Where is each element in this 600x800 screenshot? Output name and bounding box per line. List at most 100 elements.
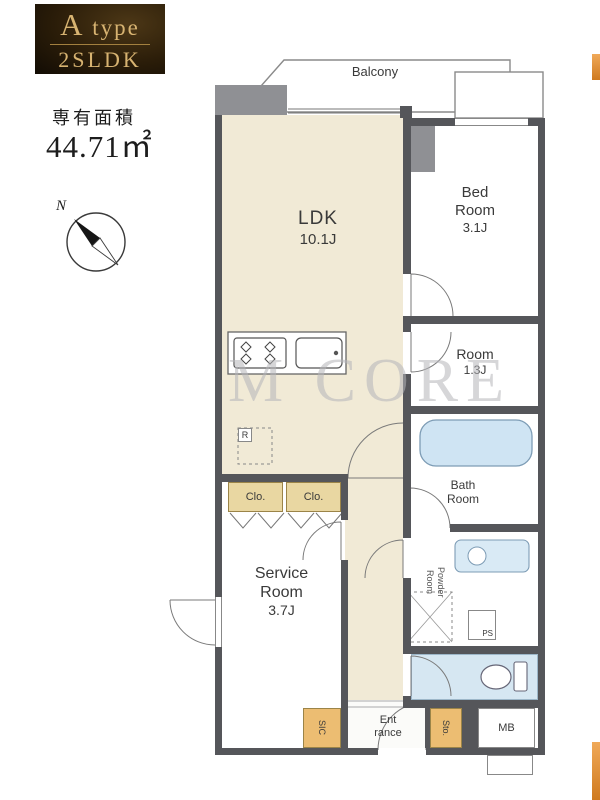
room-door-arc xyxy=(410,331,452,373)
service-window-arc xyxy=(169,599,216,646)
closet-left-label: Clo. xyxy=(245,491,266,503)
faucet-icon xyxy=(333,350,339,356)
stove-icon xyxy=(233,337,287,369)
service-name-2: Room xyxy=(260,584,303,602)
wall-bath-powder-divider xyxy=(450,524,545,532)
toilet-tank-icon xyxy=(513,661,528,692)
closet-door-icon xyxy=(315,512,343,529)
stove-burners-icon xyxy=(240,341,276,365)
room-size: 1.3J xyxy=(463,362,487,377)
entrance-floor xyxy=(348,700,425,748)
sliding-door-icon xyxy=(288,108,402,114)
sink-icon xyxy=(295,337,343,369)
fridge-space-icon xyxy=(237,427,273,465)
ldk-size: 10.1J xyxy=(299,230,337,248)
balcony-outline xyxy=(236,59,511,113)
wall-right xyxy=(538,118,545,755)
entrance-line-1: Ent xyxy=(379,714,397,726)
wall-hall-b xyxy=(341,560,348,748)
meter-box: MB xyxy=(478,708,535,748)
wall-mid-c xyxy=(403,374,411,538)
service-name-1: Service xyxy=(254,565,309,582)
balcony-side-outline xyxy=(454,71,544,119)
powder-room-label: Powder Room xyxy=(420,538,446,626)
service-door-arc xyxy=(302,521,342,561)
service-size: 3.7J xyxy=(268,602,295,619)
toilet-icon xyxy=(480,664,512,690)
compass-needle-north xyxy=(74,219,100,246)
bath-name-2: Room xyxy=(446,492,479,507)
wall-hall-a xyxy=(341,474,348,520)
compass-icon xyxy=(66,212,126,272)
vanity-icon xyxy=(454,539,530,573)
toilet-door-arc xyxy=(410,655,452,697)
badge-divider xyxy=(50,44,150,45)
bedroom-name-1: Bed xyxy=(461,184,489,201)
wall-bed-room-divider xyxy=(411,316,545,324)
vanity-bowl-icon xyxy=(467,546,487,566)
powder-line-2: Room xyxy=(425,569,436,594)
wall-bottom-strip xyxy=(403,700,545,708)
service-room-label: Service Room 3.7J xyxy=(224,564,339,619)
plan-type-label: A type xyxy=(60,7,140,42)
wall-mid-a xyxy=(403,118,411,274)
washer-cross-icon xyxy=(407,591,453,643)
service-room-window xyxy=(215,597,222,647)
fridge-label: R xyxy=(241,430,249,440)
wall-mid-d xyxy=(403,578,411,654)
small-room-floor xyxy=(411,324,538,406)
ldk-floor xyxy=(222,115,403,480)
wall-left xyxy=(215,115,222,755)
wall-entrance-storage xyxy=(425,708,430,748)
north-label: N xyxy=(56,198,67,214)
ldk-door-arc xyxy=(347,422,404,479)
wall-block-topleft xyxy=(215,85,287,115)
wall-mid-b xyxy=(403,316,411,332)
accent-strip-top xyxy=(592,54,600,80)
room-name: Room xyxy=(456,346,494,362)
storage-label: Sto. xyxy=(441,719,451,736)
pipe-space-label: PS xyxy=(482,629,493,638)
closet-right-label: Clo. xyxy=(303,491,324,503)
closet-left: Clo. xyxy=(228,482,283,512)
entrance-line-2: rance xyxy=(374,727,402,740)
bedroom-size: 3.1J xyxy=(462,220,488,235)
powder-door-arc xyxy=(364,539,404,579)
hallway-floor xyxy=(345,480,403,700)
wall-stub-balcony xyxy=(400,106,412,118)
balcony-label: Balcony xyxy=(351,64,399,79)
sic-label: SIC xyxy=(317,720,327,736)
wall-ldk-closet xyxy=(222,474,341,482)
closet-right: Clo. xyxy=(286,482,341,512)
storage-box: Sto. xyxy=(430,708,462,748)
wall-bottom-left xyxy=(215,748,378,755)
exclusive-area-value: 44.71㎡ xyxy=(46,129,153,164)
entrance-label: Ent rance xyxy=(352,714,424,740)
pipe-space-box: PS xyxy=(468,610,496,640)
wall-room-bath-divider xyxy=(411,406,545,414)
closet-door-icon xyxy=(229,512,257,529)
closet-door-icon xyxy=(257,512,285,529)
wall-powder-toilet-divider xyxy=(411,646,545,654)
ldk-name: LDK xyxy=(298,208,338,229)
bath-label: Bath Room xyxy=(418,478,508,507)
plan-layout-label: 2SLDK xyxy=(58,47,142,72)
wall-storage-mb xyxy=(462,708,478,748)
bedroom-window xyxy=(455,118,528,126)
bedroom-name-2: Room xyxy=(454,202,495,219)
closet-door-icon xyxy=(287,512,315,529)
bedroom-door-arc xyxy=(410,273,454,317)
shoes-in-closet: SIC xyxy=(303,708,341,748)
accent-strip-bottom xyxy=(592,742,600,800)
fridge-tag: R xyxy=(238,428,252,442)
compass-needle-south xyxy=(91,237,119,266)
bathtub-icon xyxy=(419,419,533,467)
plan-type-badge: A type 2SLDK xyxy=(35,4,165,74)
exclusive-area-label: 専有面積 xyxy=(52,108,136,128)
bath-name-1: Bath xyxy=(450,478,476,492)
meter-box-label: MB xyxy=(498,722,515,734)
meter-box-exterior xyxy=(487,755,533,775)
powder-line-1: Powder xyxy=(436,566,446,598)
